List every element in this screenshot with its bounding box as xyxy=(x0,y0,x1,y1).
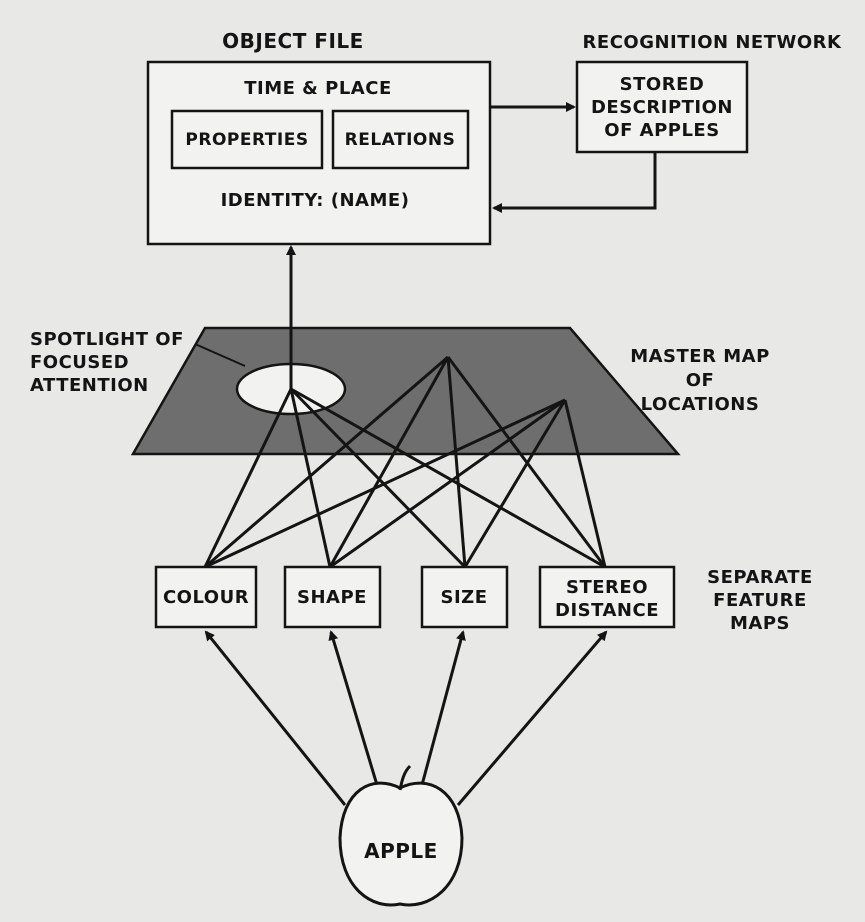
separate-line-3: MAPS xyxy=(730,613,790,634)
arrow-apple-colour xyxy=(204,630,347,806)
stereo-distance-map-box xyxy=(538,565,676,629)
arrow-apple-size xyxy=(420,630,466,786)
arrow-from-recognition xyxy=(492,152,657,213)
identity-label: IDENTITY: (NAME) xyxy=(221,190,410,211)
spotlight-line-3: ATTENTION xyxy=(30,375,149,396)
feature-location-links xyxy=(203,355,607,569)
stored-line-1: STORED xyxy=(620,74,705,95)
properties-label: PROPERTIES xyxy=(185,130,308,150)
apple-label: APPLE xyxy=(364,839,438,863)
object-file-title: OBJECT FILE xyxy=(222,29,364,53)
spotlight-line-1: SPOTLIGHT OF xyxy=(30,329,184,350)
master-map-plane xyxy=(130,326,681,456)
relations-box xyxy=(331,109,470,170)
distance-label: DISTANCE xyxy=(555,600,659,621)
master-map-line-1: MASTER MAP xyxy=(630,346,770,367)
separate-line-1: SEPARATE xyxy=(707,567,813,588)
stereo-label: STEREO xyxy=(566,577,648,598)
time-place-label: TIME & PLACE xyxy=(244,78,392,99)
colour-map-box xyxy=(154,565,258,629)
recognition-network-title: RECOGNITION NETWORK xyxy=(583,32,842,53)
shape-label: SHAPE xyxy=(297,587,367,608)
stored-line-3: OF APPLES xyxy=(604,120,719,141)
separate-line-2: FEATURE xyxy=(713,590,807,611)
size-label: SIZE xyxy=(440,587,487,608)
shape-map-box xyxy=(283,565,382,629)
spotlight-pointer xyxy=(194,343,246,367)
arrow-apple-shape xyxy=(328,630,379,786)
spotlight-line-2: FOCUSED xyxy=(30,352,129,373)
master-map-line-2: OF xyxy=(686,370,715,391)
properties-box xyxy=(170,109,324,170)
master-map-line-3: LOCATIONS xyxy=(641,394,760,415)
size-map-box xyxy=(420,565,509,629)
stored-description-box xyxy=(575,60,749,154)
relations-label: RELATIONS xyxy=(345,130,456,150)
apple-icon xyxy=(338,764,464,907)
stored-line-2: DESCRIPTION xyxy=(591,97,733,118)
colour-label: COLOUR xyxy=(163,587,249,608)
arrow-apple-stereo xyxy=(456,630,608,806)
